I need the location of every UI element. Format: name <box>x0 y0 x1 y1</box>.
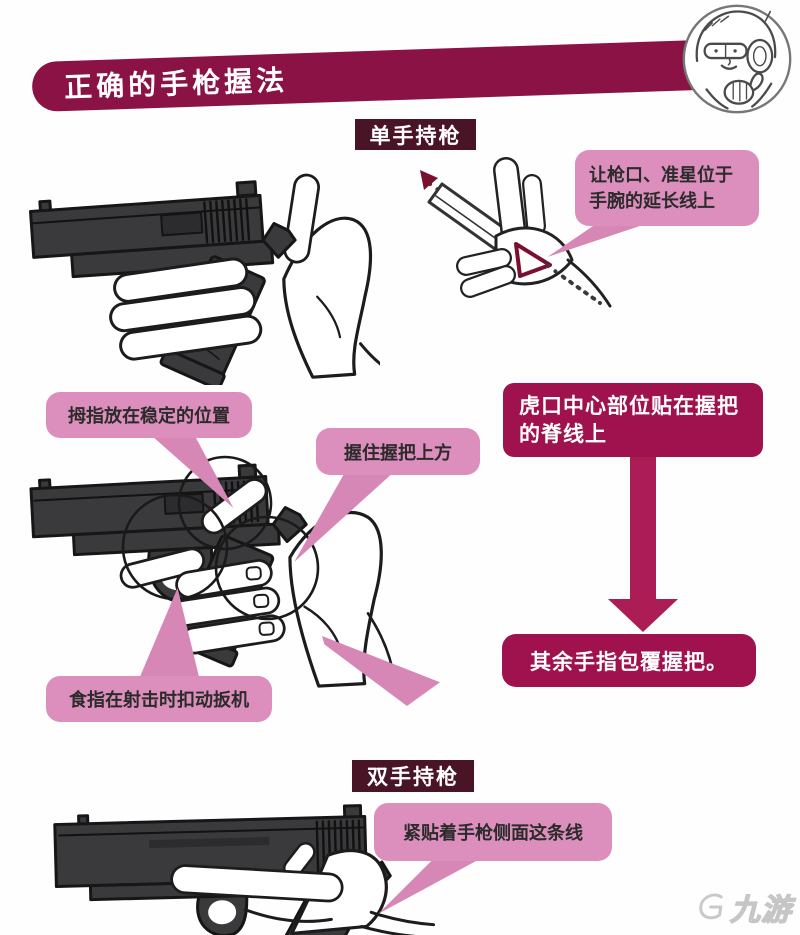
jiuyou-logo-icon <box>699 893 723 920</box>
web-center-box: 虎口中心部位贴在握把 的脊线上 <box>503 383 763 457</box>
web-text-line2: 的脊线上 <box>519 423 607 446</box>
alignment-text-line1: 让枪口、准星位于 <box>589 165 733 185</box>
alignment-text-line2: 手腕的延长线上 <box>589 191 715 211</box>
two-hand-pistol-illustration <box>53 804 435 935</box>
section-header-one-hand: 单手持枪 <box>355 119 476 150</box>
web-highlight-circle <box>214 515 320 621</box>
thumb-bubble: 拇指放在稳定的位置 <box>46 392 252 438</box>
page-title: 正确的手枪握法 <box>63 64 289 104</box>
grip-detail-illustration <box>29 455 396 688</box>
grip-top-bubble: 握住握把上方 <box>316 428 480 475</box>
mascot-thumbs-up-icon <box>682 4 792 114</box>
web-text-line1: 虎口中心部位贴在握把 <box>519 395 739 418</box>
index-finger-bubble: 食指在射击时扣动扳机 <box>46 676 272 722</box>
index-finger-text: 食指在射击时扣动扳机 <box>69 690 249 710</box>
down-arrow-stem <box>630 456 656 602</box>
wrist-alignment-illustration <box>420 157 612 308</box>
two-hand-label: 双手持枪 <box>367 766 459 789</box>
one-hand-label: 单手持枪 <box>369 124 462 148</box>
thumb-text: 拇指放在稳定的位置 <box>68 406 230 426</box>
one-hand-pistol-illustration <box>29 173 380 385</box>
fingers-wrap-text: 其余手指包覆握把。 <box>530 650 728 674</box>
down-arrow-icon <box>608 599 678 632</box>
title-banner: 正确的手枪握法 <box>31 37 765 113</box>
section-header-two-hand: 双手持枪 <box>352 760 474 792</box>
grip-top-text: 握住握把上方 <box>344 442 452 463</box>
jiuyou-watermark: 九游 <box>698 885 792 929</box>
thumb-highlight-circle <box>177 455 273 551</box>
side-line-text: 紧贴着手枪侧面这条线 <box>403 823 583 843</box>
side-line-bubble: 紧贴着手枪侧面这条线 <box>374 803 612 861</box>
watermark-text: 九游 <box>729 893 792 927</box>
alignment-bubble: 让枪口、准星位于 手腕的延长线上 <box>575 150 759 226</box>
fingers-wrap-box: 其余手指包覆握把。 <box>502 634 756 687</box>
